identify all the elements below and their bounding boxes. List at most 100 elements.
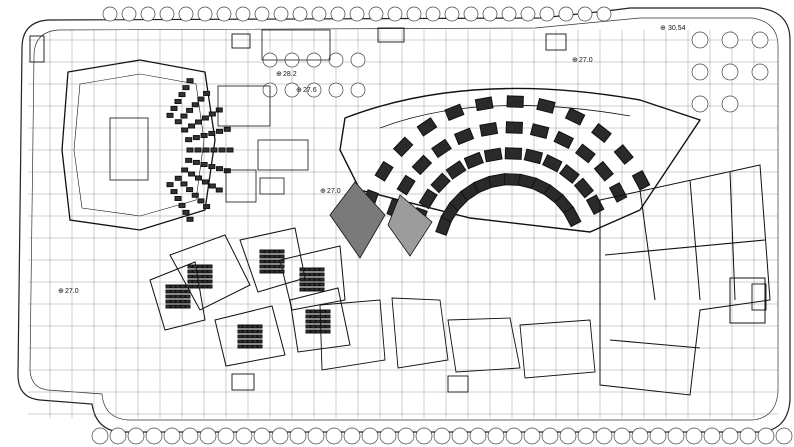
cinema-seat: [325, 329, 331, 334]
svg-text:30.54: 30.54: [668, 25, 686, 32]
arena-seat-block: [483, 147, 503, 163]
cinema-seat: [279, 259, 285, 264]
auditorium-seat-row: [188, 171, 196, 177]
cinema-seat: [165, 294, 171, 299]
cinema-seat: [274, 264, 280, 269]
cinema-seat: [310, 319, 316, 324]
cinema-seat: [320, 324, 326, 329]
auditorium-seat-row: [174, 119, 182, 125]
tree: [328, 52, 344, 68]
cinema-seat: [305, 324, 311, 329]
tree: [387, 6, 403, 22]
cinema-hall-4: [279, 245, 346, 311]
cinema-seat: [264, 249, 270, 254]
auditorium-seat-row: [218, 147, 226, 153]
arena-seat-block: [564, 107, 586, 126]
cinema-seat: [325, 309, 331, 314]
tree: [235, 6, 251, 22]
cinema-seat: [207, 284, 213, 289]
tree: [350, 52, 366, 68]
svg-text:⊕: ⊕: [320, 188, 326, 195]
cinema-seat: [315, 309, 321, 314]
auditorium-seat-row: [201, 115, 209, 121]
cinema-seat: [320, 314, 326, 319]
tree: [328, 82, 344, 98]
left-auditorium: [61, 59, 234, 231]
lower-room-b: [391, 297, 449, 369]
auditorium-seat-row: [180, 181, 188, 187]
retail-partition-2: [689, 179, 701, 301]
auditorium-seat-row: [185, 137, 193, 143]
cinema-seat: [185, 284, 191, 289]
cinema-seat: [185, 299, 191, 304]
auditorium-seat-row: [166, 112, 174, 118]
tree: [199, 427, 217, 445]
tree: [330, 6, 346, 22]
arena-seat-block: [559, 163, 580, 184]
cinema-seat: [252, 334, 258, 339]
auditorium-seat-row: [186, 107, 194, 113]
arena-seat-block: [411, 154, 433, 176]
cinema-seat: [314, 287, 320, 292]
lower-room-a: [319, 299, 386, 371]
tree: [577, 427, 595, 445]
cinema-seat: [314, 267, 320, 272]
cinema-seat: [269, 259, 275, 264]
retail-room-low: [729, 277, 766, 324]
svg-text:27.0: 27.0: [327, 188, 341, 195]
cinema-seat: [305, 329, 311, 334]
arena-seat-block: [631, 169, 651, 191]
retail-partition-1: [639, 189, 656, 301]
cinema-seat: [304, 287, 310, 292]
cinema-seat: [279, 249, 285, 254]
lower-room-d: [519, 319, 596, 379]
stair-core-ne: [545, 33, 567, 51]
cinema-hall-2: [149, 261, 206, 331]
cinema-seat: [269, 269, 275, 274]
cinema-seat: [237, 339, 243, 344]
cinema-seat: [252, 324, 258, 329]
cinema-seat: [187, 279, 193, 284]
auditorium-seat-row: [226, 147, 234, 153]
cinema-seat: [304, 267, 310, 272]
cinema-seat: [257, 334, 263, 339]
level-marker-center: ⊕ 27.0: [320, 188, 341, 195]
cinema-seat: [259, 264, 265, 269]
cinema-seat: [257, 324, 263, 329]
tree: [523, 427, 541, 445]
tree: [415, 427, 433, 445]
cinema-seat: [319, 272, 325, 277]
cinema-seat: [257, 329, 263, 334]
cinema-seat: [185, 294, 191, 299]
cinema-seat: [180, 304, 186, 309]
cinema-seat: [187, 274, 193, 279]
auditorium-seat-row: [192, 135, 200, 141]
tree: [703, 427, 721, 445]
cinema-seat: [259, 254, 265, 259]
cinema-seat: [192, 264, 198, 269]
tree: [406, 6, 422, 22]
level-marker-corner: ⊕ 30.54: [660, 25, 686, 32]
auditorium-seat-row: [215, 187, 223, 193]
auditorium-seat-row: [208, 183, 216, 189]
tree: [121, 6, 137, 22]
lower-room-c: [447, 317, 521, 373]
auditorium-seat-row: [210, 147, 218, 153]
cinema-seat: [237, 334, 243, 339]
cinema-seat: [315, 324, 321, 329]
auditorium-seat-row: [174, 99, 182, 105]
cinema-seat: [170, 299, 176, 304]
cinema-seat: [165, 289, 171, 294]
tree: [691, 95, 709, 113]
cinema-seat: [175, 304, 181, 309]
tree: [235, 427, 253, 445]
auditorium-seat-row: [188, 123, 196, 129]
arena-seat-block: [529, 123, 550, 140]
cinema-seat: [279, 254, 285, 259]
tree: [350, 82, 366, 98]
tree: [284, 82, 300, 98]
site-boundary: [17, 7, 791, 433]
cinema-seat: [197, 264, 203, 269]
cinema-seat: [242, 344, 248, 349]
cinema-seat: [202, 274, 208, 279]
